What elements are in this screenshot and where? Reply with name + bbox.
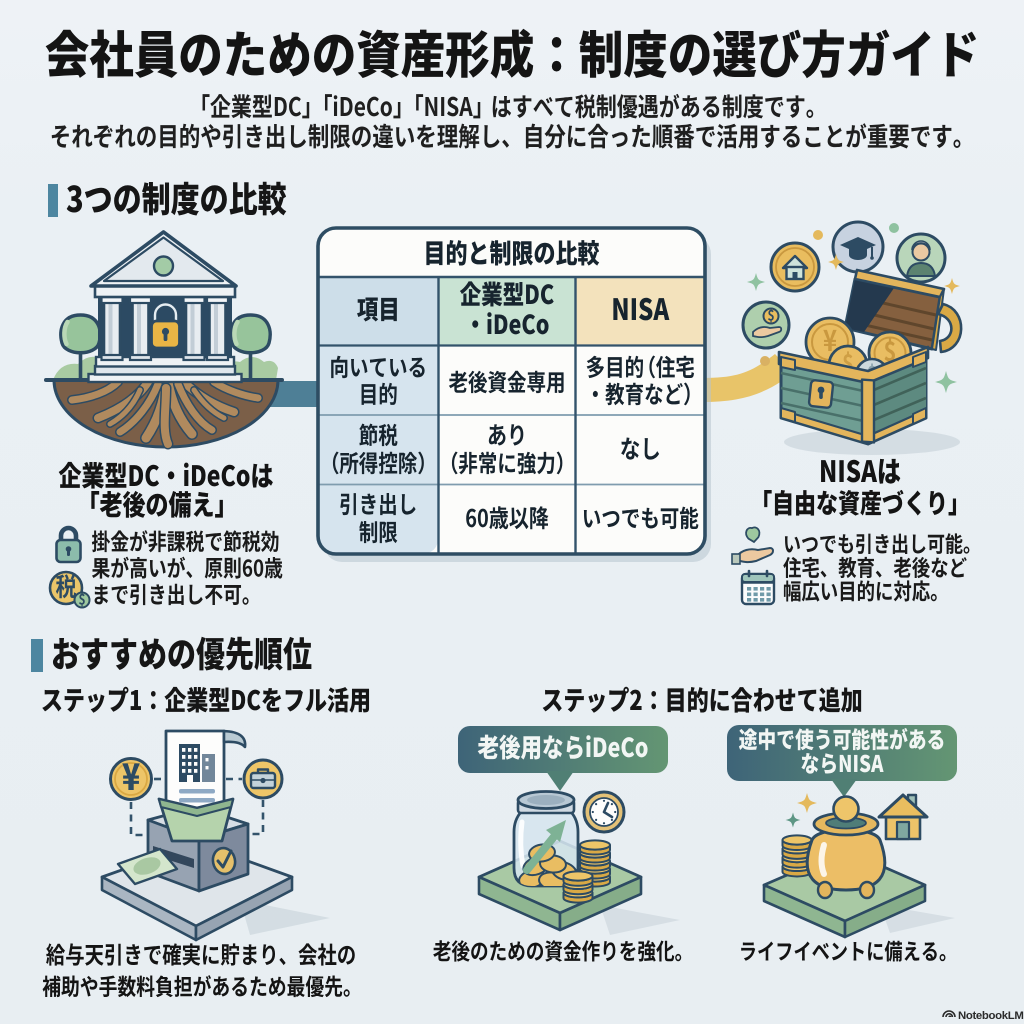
svg-text:NotebookLM: NotebookLM (958, 1010, 1023, 1022)
